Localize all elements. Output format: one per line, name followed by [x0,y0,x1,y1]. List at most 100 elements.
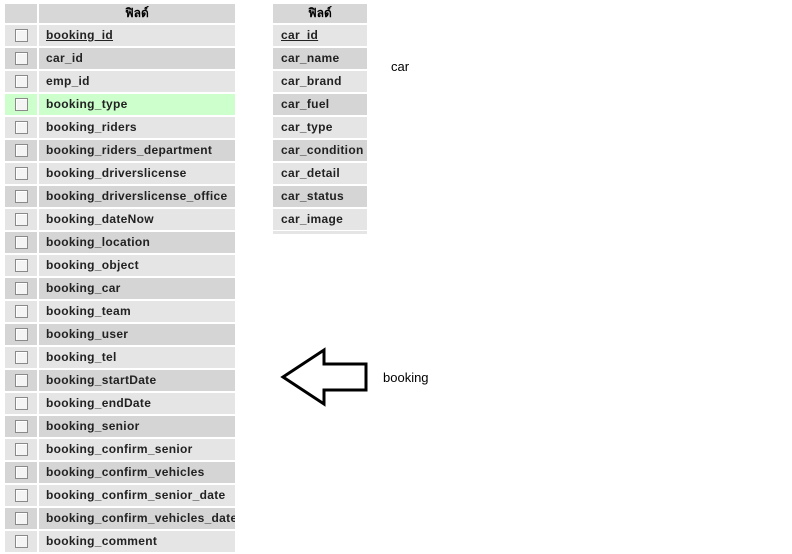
field-name[interactable]: booking_comment [39,531,235,552]
row-checkbox-cell [5,301,37,322]
table-row: booking_confirm_vehicles_date [5,508,235,529]
field-name[interactable]: car_type [273,117,367,138]
field-name[interactable]: emp_id [39,71,235,92]
field-name[interactable]: booking_confirm_vehicles_date [39,508,235,529]
table-row: booking_object [5,255,235,276]
row-checkbox[interactable] [14,535,28,548]
table-row: booking_comment [5,531,235,552]
field-column-header[interactable]: ฟิลด์ [39,4,235,23]
row-checkbox[interactable] [14,512,28,525]
field-name[interactable]: booking_endDate [39,393,235,414]
field-name[interactable]: booking_startDate [39,370,235,391]
field-name[interactable]: car_brand [273,71,367,92]
table-row: car_type [273,117,367,138]
row-checkbox[interactable] [14,397,28,410]
booking-table-label: booking [383,370,429,385]
row-checkbox-cell [5,462,37,483]
table-row: car_id [273,25,367,46]
row-checkbox-cell [5,117,37,138]
row-checkbox[interactable] [14,305,28,318]
row-checkbox[interactable] [14,351,28,364]
field-name[interactable]: booking_type [39,94,235,115]
row-checkbox[interactable] [14,213,28,226]
row-checkbox[interactable] [14,420,28,433]
booking-table-header: ฟิลด์ [5,4,235,23]
field-name[interactable]: booking_object [39,255,235,276]
table-row: car_image [273,209,367,230]
row-checkbox[interactable] [14,167,28,180]
row-checkbox[interactable] [14,236,28,249]
table-row: booking_team [5,301,235,322]
field-name[interactable]: booking_riders [39,117,235,138]
field-name[interactable]: booking_dateNow [39,209,235,230]
field-name[interactable]: booking_senior [39,416,235,437]
field-name[interactable]: car_status [273,186,367,207]
row-checkbox[interactable] [14,29,28,42]
field-column-header[interactable]: ฟิลด์ [273,4,367,23]
table-row: booking_tel [5,347,235,368]
table-row: booking_user [5,324,235,345]
row-checkbox[interactable] [14,75,28,88]
field-name[interactable]: booking_user [39,324,235,345]
row-checkbox-cell [5,508,37,529]
row-checkbox[interactable] [14,443,28,456]
row-checkbox[interactable] [14,98,28,111]
field-name[interactable]: booking_location [39,232,235,253]
row-checkbox[interactable] [14,374,28,387]
field-name[interactable]: booking_confirm_senior [39,439,235,460]
table-row: booking_endDate [5,393,235,414]
row-checkbox[interactable] [14,144,28,157]
field-name[interactable]: car_id [273,25,367,46]
field-name[interactable]: car_image [273,209,367,230]
table-row: booking_confirm_vehicles [5,462,235,483]
row-checkbox-cell [5,186,37,207]
car-table-label: car [391,59,410,74]
field-name[interactable]: car_fuel [273,94,367,115]
table-row: car_status [273,186,367,207]
field-name[interactable]: booking_car [39,278,235,299]
row-checkbox-cell [5,48,37,69]
row-checkbox-cell [5,485,37,506]
table-row: booking_riders [5,117,235,138]
row-checkbox[interactable] [14,259,28,272]
field-name[interactable]: booking_confirm_vehicles [39,462,235,483]
row-checkbox[interactable] [14,489,28,502]
row-checkbox-cell [5,324,37,345]
field-name[interactable]: car_detail [273,163,367,184]
header-checkbox-column [5,4,37,23]
table-row: car_detail [273,163,367,184]
row-checkbox-cell [5,232,37,253]
table-row: booking_riders_department [5,140,235,161]
car-table-bottom-edge [273,231,367,234]
field-name[interactable]: booking_driverslicense_office [39,186,235,207]
row-checkbox[interactable] [14,328,28,341]
row-checkbox[interactable] [14,466,28,479]
row-checkbox[interactable] [14,52,28,65]
row-checkbox-cell [5,25,37,46]
table-row: booking_id [5,25,235,46]
table-row: booking_confirm_senior [5,439,235,460]
table-row: car_brand [273,71,367,92]
row-checkbox-cell [5,163,37,184]
field-name[interactable]: booking_confirm_senior_date [39,485,235,506]
row-checkbox-cell [5,209,37,230]
field-name[interactable]: booking_id [39,25,235,46]
row-checkbox-cell [5,370,37,391]
field-name[interactable]: booking_team [39,301,235,322]
row-checkbox[interactable] [14,121,28,134]
field-name[interactable]: car_condition [273,140,367,161]
left-arrow-outline-icon [280,347,368,407]
field-name[interactable]: car_name [273,48,367,69]
row-checkbox[interactable] [14,190,28,203]
table-row: booking_senior [5,416,235,437]
table-row: booking_confirm_senior_date [5,485,235,506]
field-name[interactable]: booking_riders_department [39,140,235,161]
field-name[interactable]: booking_tel [39,347,235,368]
row-checkbox-cell [5,439,37,460]
row-checkbox[interactable] [14,282,28,295]
field-name[interactable]: booking_driverslicense [39,163,235,184]
field-name[interactable]: car_id [39,48,235,69]
